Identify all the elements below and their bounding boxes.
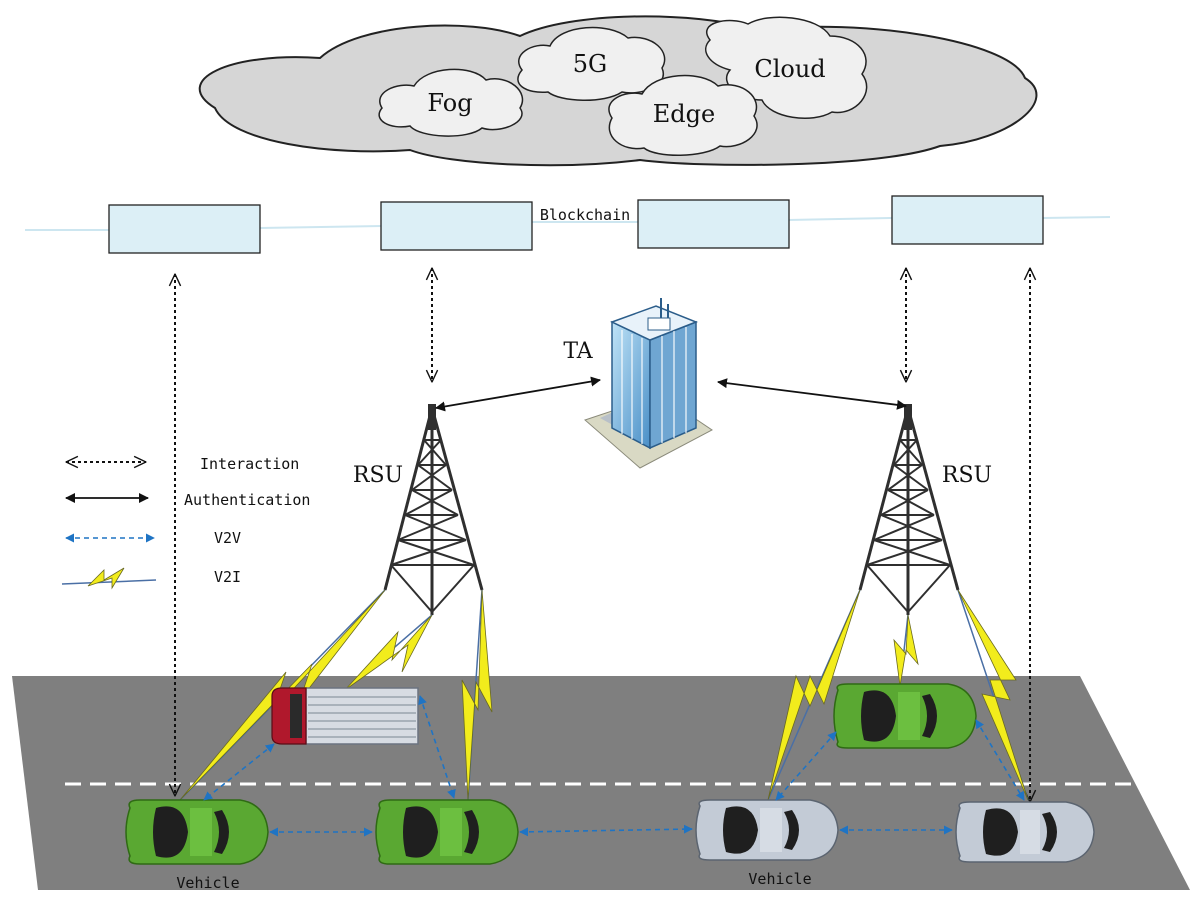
v2v-arrow-green3-silver2 bbox=[975, 719, 1025, 801]
chain-line bbox=[25, 216, 1111, 231]
rsu-right-label: RSU bbox=[942, 463, 992, 488]
edge-label: Edge bbox=[653, 100, 715, 128]
v2i-bolt-3 bbox=[461, 589, 493, 801]
block-3 bbox=[637, 199, 790, 249]
v2v-arrow-truck-car1 bbox=[203, 743, 275, 801]
authentication-arrows bbox=[435, 376, 907, 412]
5g-label: 5G bbox=[573, 50, 607, 78]
legend-v2v-label: V2V bbox=[214, 529, 241, 547]
blockchain: Blockchain bbox=[25, 195, 1111, 254]
auth-arrow-ta-right-rsu bbox=[717, 378, 907, 410]
vehicle-right-label: Vehicle bbox=[748, 870, 811, 888]
block-2 bbox=[380, 201, 533, 251]
legend-authentication-label: Authentication bbox=[184, 491, 310, 509]
edge-cloud: Edge bbox=[608, 74, 758, 156]
5g-cloud: 5G bbox=[517, 26, 666, 101]
v2i-bolt-5 bbox=[893, 614, 919, 687]
truck-vehicle bbox=[271, 687, 419, 745]
auth-arrow-left-rsu-ta bbox=[435, 376, 601, 412]
rsu-tower-right bbox=[858, 404, 960, 615]
legend-interaction-label: Interaction bbox=[200, 455, 299, 473]
v2v-links bbox=[203, 695, 1025, 837]
legend: Interaction Authentication V2V V2I bbox=[61, 455, 310, 590]
legend-v2i-symbol bbox=[61, 567, 157, 590]
ta-building: TA bbox=[563, 298, 713, 469]
v2i-bolt-4 bbox=[767, 589, 861, 801]
v2v-arrow-green3-silver1 bbox=[775, 731, 837, 801]
ta-label: TA bbox=[563, 339, 593, 364]
green-car-2 bbox=[375, 799, 519, 865]
green-car-3 bbox=[833, 683, 977, 749]
green-car-1 bbox=[125, 799, 269, 865]
cloud-group: Fog 5G Cloud Edge bbox=[198, 15, 1038, 167]
rsu-tower-left bbox=[383, 404, 484, 615]
block-1 bbox=[108, 204, 261, 254]
silver-car-2 bbox=[955, 801, 1095, 863]
v2i-bolt-2 bbox=[344, 614, 433, 691]
fog-label: Fog bbox=[427, 89, 472, 117]
interaction-arrows bbox=[175, 268, 1030, 802]
block-4 bbox=[891, 195, 1044, 245]
v2v-arrow-2 bbox=[519, 824, 693, 837]
rsu-left-label: RSU bbox=[353, 463, 403, 488]
vehicle-left-label: Vehicle bbox=[176, 874, 239, 892]
cloud-label: Cloud bbox=[754, 55, 825, 83]
silver-car-1 bbox=[695, 799, 839, 861]
legend-v2i-label: V2I bbox=[214, 568, 241, 586]
blockchain-label: Blockchain bbox=[540, 206, 630, 224]
fog-cloud: Fog bbox=[378, 68, 524, 137]
